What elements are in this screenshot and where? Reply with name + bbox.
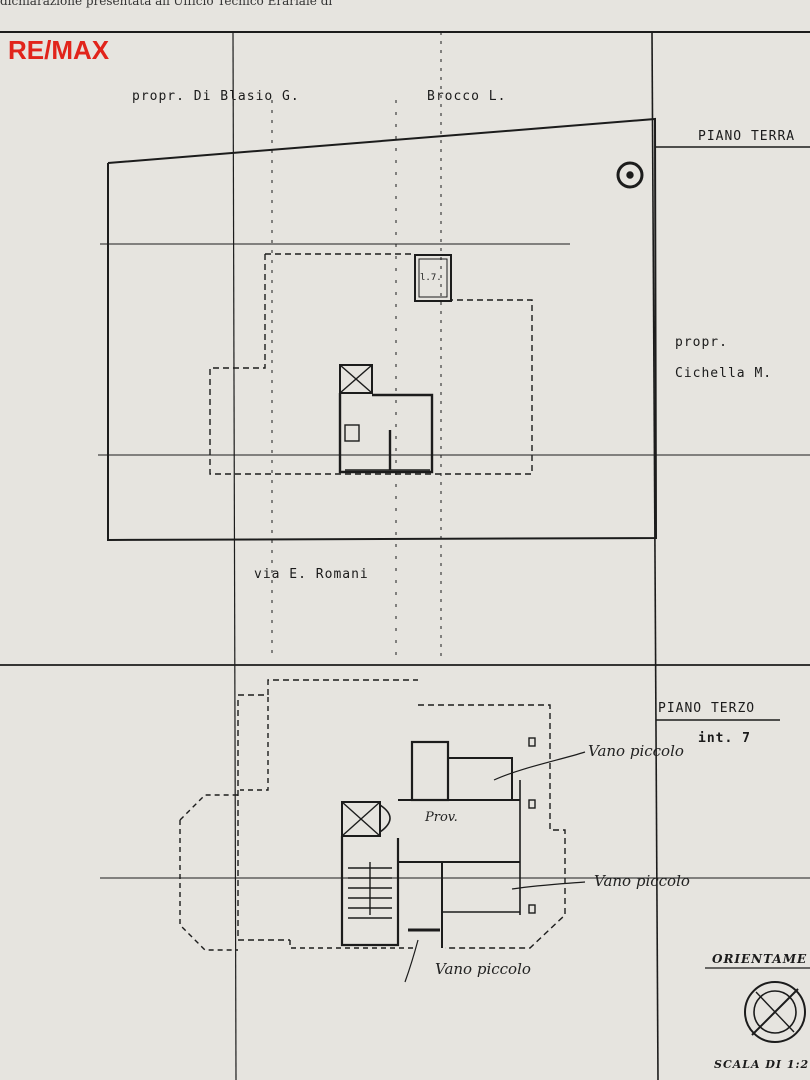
orientation-label: ORIENTAME [712,952,808,966]
street-label: via E. Romani [254,567,369,582]
scale-label: SCALA DI 1:2 [714,1058,810,1071]
owner-right-prefix: propr. [675,335,728,350]
annotation-2: Vano piccolo [594,872,690,890]
annotation-1: Vano piccolo [588,742,684,760]
ground-floor-title: PIANO TERRA [698,129,796,144]
unit-label: int. 7 [698,731,751,746]
third-floor-title: PIANO TERZO [658,701,756,716]
room-label: Prov. [425,810,458,825]
owner-right-name: Cichella M. [675,366,773,381]
room-tag: l.7. [420,273,442,283]
header-partial-text: dichiarazione presentata all'Ufficio Tec… [0,0,333,8]
owner-top-right: Brocco L. [427,89,507,104]
owner-top-left: propr. Di Blasio G. [132,89,300,104]
annotation-3: Vano piccolo [435,960,531,978]
remax-logo: RE/MAX [8,35,110,65]
